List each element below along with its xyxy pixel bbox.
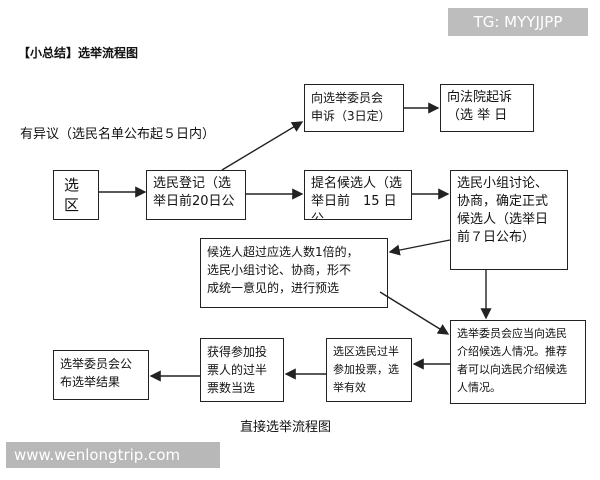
objection-label: 有异议（选民名单公布起５日内） xyxy=(20,127,216,142)
diagram-title: 【小总结】选举流程图 xyxy=(18,46,139,60)
box-discussion: 选民小组讨论、 协商，确定正式 候选人（选举日 前７日公布） xyxy=(450,170,568,270)
box-vote-valid: 选区选民过半 参加投票，选 举有效 xyxy=(326,338,412,402)
box-primary: 候选人超过应选人数1倍的， 选民小组讨论、协商，形不 成统一意见的，进行预选 xyxy=(200,238,388,308)
box-lawsuit: 向法院起诉 （选 举 日 xyxy=(440,84,534,132)
box-introduce: 选举委员会应当向选民 介绍候选人情况。推荐 者可以向选民介绍候选 人情况。 xyxy=(450,320,586,404)
box-nomination: 提名候选人（选 举日前 15 日公 xyxy=(304,170,412,220)
arrow-primary-to-introduce xyxy=(379,291,450,335)
box-appeal: 向选举委员会 申诉（3日定） xyxy=(304,84,404,132)
box-registration: 选民登记（选 举日前20日公 xyxy=(146,170,246,220)
arrow-registration-to-appeal xyxy=(221,121,304,171)
diagram-caption: 直接选举流程图 xyxy=(240,420,332,435)
arrow-discussion-to-primary xyxy=(388,239,451,256)
box-district: 选 区 xyxy=(53,170,99,220)
box-elected: 获得参加投 票人的过半 票数当选 xyxy=(200,338,284,402)
box-publish: 选举委员会公 布选举结果 xyxy=(53,350,149,400)
watermark-bottom: www.wenlongtrip.com xyxy=(6,442,220,468)
watermark-top: TG: MYYJJPP xyxy=(448,8,588,36)
